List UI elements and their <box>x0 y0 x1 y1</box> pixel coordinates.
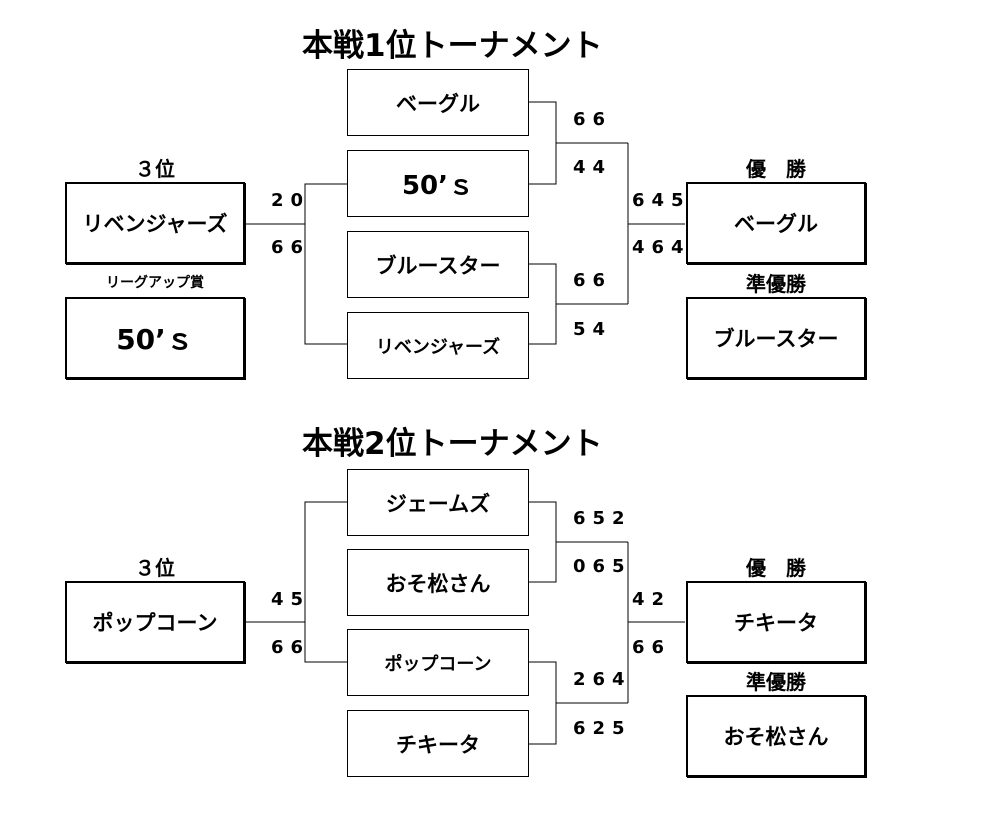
bracket-connector <box>528 263 557 345</box>
score: 20 <box>271 190 311 211</box>
score: 66 <box>271 237 311 258</box>
bracket-connector <box>528 661 557 745</box>
score: 652 <box>573 508 632 529</box>
score: 66 <box>271 637 311 658</box>
bracket-connector <box>528 501 557 583</box>
team-box-3: ブルースター <box>347 231 529 298</box>
league-up-award-label: リーグアップ賞 <box>106 275 204 291</box>
bracket-connector <box>304 501 347 663</box>
score: 54 <box>573 319 613 340</box>
tournament-1-title: 本戦1位トーナメント <box>302 28 603 64</box>
third-place-label: ３位 <box>135 556 175 580</box>
score: 45 <box>271 589 311 610</box>
team-box-2: おそ松さん <box>347 549 529 616</box>
winner-team: チキータ <box>686 581 866 663</box>
team-box-1: ベーグル <box>347 69 529 136</box>
score: 625 <box>573 718 632 739</box>
score: 42 <box>632 589 672 610</box>
score: 44 <box>573 157 613 178</box>
winner-label: 優 勝 <box>746 556 806 580</box>
team-box-2: 50’ｓ <box>347 150 529 217</box>
team-box-3: ポップコーン <box>347 629 529 696</box>
bracket-connector <box>528 101 557 185</box>
third-place-team: リベンジャーズ <box>65 182 245 264</box>
tournament-2-title: 本戦2位トーナメント <box>302 426 603 462</box>
third-place-team: ポップコーン <box>65 581 245 663</box>
league-up-award-team: 50’ｓ <box>65 297 245 379</box>
team-box-4: リベンジャーズ <box>347 312 529 379</box>
third-place-label: ３位 <box>135 157 175 181</box>
score: 66 <box>632 637 672 658</box>
bracket-connector <box>304 183 347 345</box>
winner-team: ベーグル <box>686 182 866 264</box>
score: 66 <box>573 270 613 291</box>
team-box-4: チキータ <box>347 710 529 777</box>
score: 645 <box>632 190 691 211</box>
runner-up-team: ブルースター <box>686 297 866 379</box>
runner-up-label: 準優勝 <box>746 670 806 694</box>
score: 264 <box>573 669 632 690</box>
runner-up-label: 準優勝 <box>746 272 806 296</box>
runner-up-team: おそ松さん <box>686 695 866 777</box>
winner-label: 優 勝 <box>746 157 806 181</box>
score: 065 <box>573 556 632 577</box>
score: 464 <box>632 237 691 258</box>
team-box-1: ジェームズ <box>347 469 529 536</box>
score: 66 <box>573 109 613 130</box>
